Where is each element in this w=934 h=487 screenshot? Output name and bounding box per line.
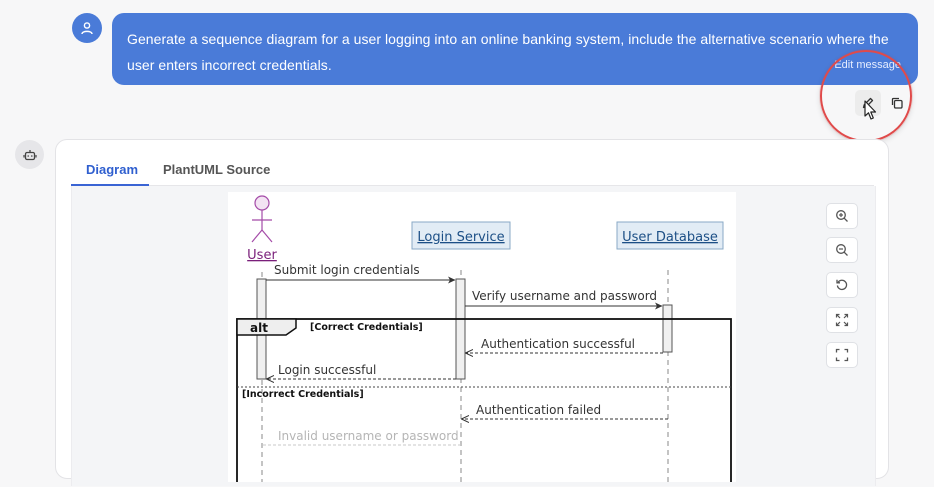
zoom-in-icon — [836, 210, 848, 222]
user-message-bubble: Generate a sequence diagram for a user l… — [112, 13, 918, 85]
participant-user-database — [616, 221, 724, 250]
diagram-viewport[interactable]: User Login Service User Database Submit … — [71, 186, 876, 487]
assistant-response-card: Diagram PlantUML Source — [55, 139, 889, 487]
zoom-out-icon — [836, 244, 848, 256]
condition-correct: [Correct Credentials] — [310, 322, 423, 333]
user-message-text: Generate a sequence diagram for a user l… — [127, 31, 889, 73]
participant-user-database-label: User Database — [622, 230, 718, 245]
condition-incorrect: [Incorrect Credentials] — [242, 389, 364, 400]
robot-icon — [22, 149, 37, 160]
message-auth-success: Authentication successful — [481, 337, 635, 351]
fullscreen-icon — [835, 348, 849, 362]
login-service-activation — [455, 278, 466, 380]
alt-frame — [236, 318, 732, 487]
sequence-diagram-svg: User Login Service User Database Submit … — [236, 195, 732, 487]
alt-label: alt — [250, 321, 268, 335]
message-submit-credentials: Submit login credentials — [274, 263, 420, 277]
user-actor-icon — [251, 195, 273, 243]
message-login-success: Login successful — [278, 363, 376, 377]
alt-frame-tab — [236, 318, 297, 336]
message-auth-failed: Authentication failed — [476, 403, 601, 417]
user-avatar — [72, 13, 102, 43]
participant-login-service-label: Login Service — [417, 230, 504, 245]
mouse-cursor-icon — [864, 100, 877, 120]
tab-diagram[interactable]: Diagram — [86, 162, 139, 177]
tab-plantuml-source[interactable]: PlantUML Source — [163, 162, 271, 177]
participant-login-service — [411, 221, 511, 250]
reset-view-button[interactable] — [826, 272, 858, 298]
fit-icon — [835, 313, 849, 327]
highlight-circle — [820, 50, 912, 142]
user-icon — [81, 22, 93, 35]
fit-view-button[interactable] — [826, 307, 858, 333]
message-invalid-credentials: Invalid username or password — [278, 429, 459, 443]
zoom-out-button[interactable] — [826, 237, 858, 263]
reset-icon — [836, 279, 848, 291]
tab-divider — [71, 185, 874, 186]
fullscreen-button[interactable] — [826, 342, 858, 368]
zoom-in-button[interactable] — [826, 203, 858, 229]
participant-user-label: User — [247, 248, 277, 263]
message-verify: Verify username and password — [472, 289, 657, 303]
assistant-avatar — [15, 140, 44, 169]
user-database-activation — [662, 304, 673, 353]
sequence-diagram: User Login Service User Database Submit … — [228, 192, 736, 487]
active-tab-indicator — [71, 184, 149, 186]
